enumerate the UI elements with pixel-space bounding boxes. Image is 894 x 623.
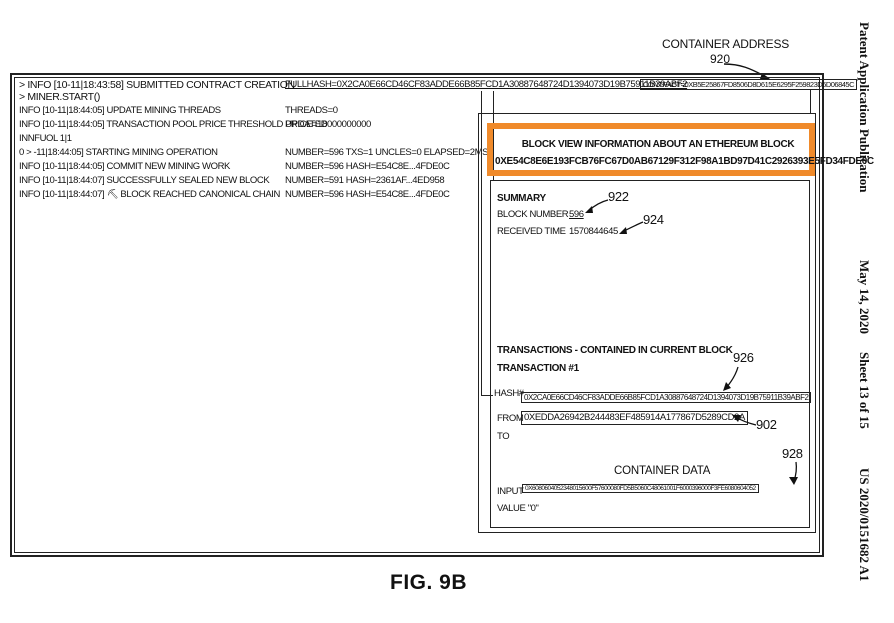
fullhash-connector xyxy=(481,91,482,113)
log-line: INFO [10-11|18:44:05] TRANSACTION POOL P… xyxy=(19,119,328,130)
ref-902-arrow-icon xyxy=(732,415,757,426)
patent-number: US 2020/0151682 A1 xyxy=(857,468,872,582)
log-detail: THREADS=0 xyxy=(285,105,338,116)
log-detail: NUMBER=596 TXS=1 UNCLES=0 ELAPSED=2MS xyxy=(285,147,489,158)
received-time-value: 1570844645 xyxy=(569,226,618,237)
hash-label: HASH# xyxy=(494,388,524,399)
contract-connector xyxy=(810,90,811,113)
summary-heading: SUMMARY xyxy=(497,193,546,204)
received-time-label: RECEIVED TIME xyxy=(497,226,566,237)
block-number-label: BLOCK NUMBER xyxy=(497,209,569,220)
container-address-label: CONTAINER ADDRESS xyxy=(662,37,790,51)
log-line: INNFUOL 1|1 xyxy=(19,133,72,144)
input-label: INPUT xyxy=(497,486,524,497)
figure-label: FIG. 9B xyxy=(390,571,468,594)
from-value: 0XEDDA26942B244483EF485914A177867D5289CD… xyxy=(521,411,748,425)
block-view-panel xyxy=(478,113,816,533)
log-line: INFO [10-11|18:44:05] UPDATE MINING THRE… xyxy=(19,105,221,116)
log-line: > INFO [10-11|18:43:58] SUBMITTED CONTRA… xyxy=(19,79,295,91)
screen-frame-inner xyxy=(14,77,820,553)
ref-924: 924 xyxy=(643,212,664,227)
ref-928: 928 xyxy=(782,446,803,461)
fullhash: FULLHASH=0X2CA0E66CD46CF83ADDE66B85FCD1A… xyxy=(285,79,688,90)
ref-922: 922 xyxy=(608,189,629,204)
block-view-title: BLOCK VIEW INFORMATION ABOUT AN ETHEREUM… xyxy=(521,139,795,150)
contract-address: CONTRACT=0XB5E25867FD8506D8D615E6295F259… xyxy=(640,79,858,90)
ref-924-arrow-icon xyxy=(619,221,644,234)
transaction-hash-value: 0X2CA0E66CD46CF83ADDE66B85FCD1A308876487… xyxy=(521,392,812,403)
log-detail: NUMBER=596 HASH=E54C8E...4FDE0C xyxy=(285,161,450,172)
log-detail: NUMBER=591 HASH=2361AF...4ED958 xyxy=(285,175,445,186)
fullhash-connector-inner xyxy=(493,91,494,180)
container-input-value: 0X6080604052348015600F57600080FD5B5060C4… xyxy=(522,484,759,493)
block-view-panel-inner xyxy=(490,180,810,528)
ref-922-arrow-icon xyxy=(585,199,609,213)
transaction-title: TRANSACTION #1 xyxy=(497,363,579,374)
container-data-label: CONTAINER DATA xyxy=(614,465,711,477)
log-line: INFO [10-11|18:44:07] SUCCESSFULLY SEALE… xyxy=(19,175,270,186)
log-line: INFO [10-11|18:44:07] ⛏ BLOCK REACHED CA… xyxy=(19,189,280,200)
hash-connector xyxy=(481,395,493,396)
ref-926-arrow-icon xyxy=(723,366,739,391)
ref-928-arrow-icon xyxy=(789,461,798,485)
log-detail: PRICE=18000000000 xyxy=(285,119,371,130)
log-line: 0 > -11|18:44:05] STARTING MINING OPERAT… xyxy=(19,147,218,158)
log-line: INFO [10-11|18:44:05] COMMIT NEW MINING … xyxy=(19,161,230,172)
ref-920: 920 xyxy=(710,52,731,66)
block-number-value: 596 xyxy=(569,209,584,220)
to-label: TO xyxy=(497,431,510,442)
from-label: FROM xyxy=(497,413,524,424)
log-line: > MINER.START() xyxy=(19,91,100,103)
block-view-highlight xyxy=(487,123,815,176)
ref-926: 926 xyxy=(733,350,754,365)
block-hash: 0XE54C8E6E193FCB76FC67D0AB67129F312F98A1… xyxy=(495,156,874,167)
ref-902: 902 xyxy=(756,417,777,432)
hash-connector-vertical xyxy=(481,113,482,395)
publication-date: May 14, 2020 xyxy=(857,260,872,335)
sheet-number: Sheet 13 of 15 xyxy=(857,352,872,429)
log-detail: NUMBER=596 HASH=E54C8E...4FDE0C xyxy=(285,189,450,200)
screen-frame xyxy=(10,73,824,557)
transactions-heading: TRANSACTIONS - CONTAINED IN CURRENT BLOC… xyxy=(497,345,733,356)
value-label: VALUE "0" xyxy=(497,503,539,514)
